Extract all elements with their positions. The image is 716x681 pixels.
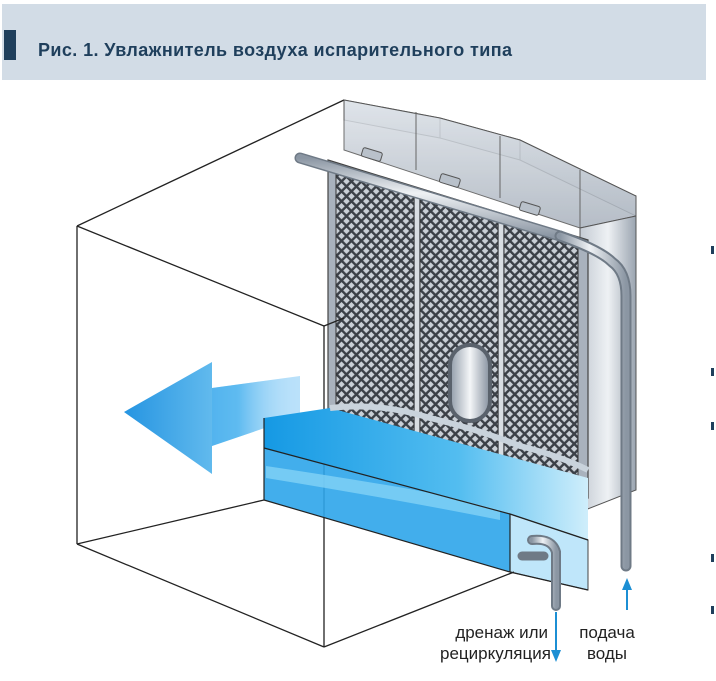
figure-title: Рис. 1. Увлажнитель воздуха испарительно… (38, 40, 513, 60)
water-pan (263, 403, 590, 591)
drain-label: дренаж или рециркуляция (440, 622, 551, 664)
inspection-window (448, 343, 492, 423)
drain-label-line2: рециркуляция (440, 644, 551, 663)
drain-label-line1: дренаж или (455, 623, 548, 642)
supply-pipe (554, 230, 632, 572)
arrow-down-icon (551, 612, 561, 662)
media-panel-1 (335, 173, 415, 441)
box-front-edges (76, 317, 515, 648)
supply-label-line1: подача (579, 623, 635, 642)
page-edge-marks (708, 246, 716, 676)
distribution-pipe (294, 147, 566, 242)
supply-label-line2: воды (586, 644, 628, 663)
media-panel-2 (419, 197, 499, 463)
figure-header: Рис. 1. Увлажнитель воздуха испарительно… (2, 4, 706, 80)
supply-label: подача воды (570, 622, 644, 664)
airflow-arrow-icon (124, 362, 300, 474)
header-accent-bar (4, 30, 16, 60)
housing-top (343, 99, 637, 229)
drain-pipe (517, 534, 561, 611)
evaporative-media (327, 159, 589, 499)
arrow-up-icon (622, 578, 632, 610)
